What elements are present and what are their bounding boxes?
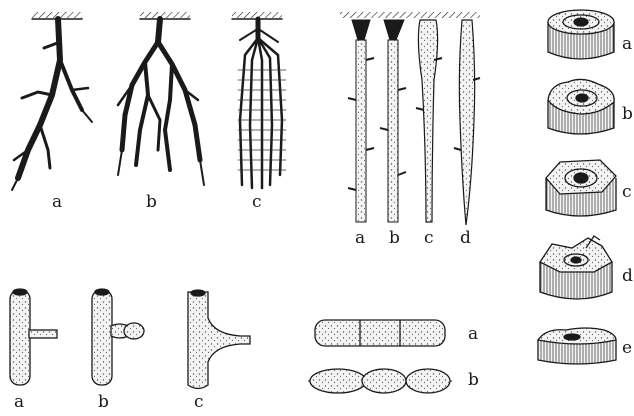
label-branch-junction-c: c [194,394,204,411]
root-system-b [118,12,204,185]
cross-sections-panel [538,10,616,364]
label-cross-section-d: d [622,268,633,285]
label-root-segment-b: b [389,230,400,247]
branch-junctions-panel [10,289,250,389]
label-cross-section-e: e [622,340,632,357]
label-root-bead-a: a [468,326,478,343]
label-root-segment-d: d [460,230,471,247]
cross-section-a [548,10,614,59]
root-segments-panel [340,12,480,225]
label-root-segment-c: c [424,230,434,247]
root-segment-a [348,20,374,222]
cross-section-d [540,236,612,299]
root-segment-c [416,20,442,222]
cross-section-e [538,328,616,364]
branch-junction-c [188,290,250,389]
branch-junction-a [10,289,57,385]
cross-section-b [548,79,614,134]
label-root-segment-a: a [355,230,365,247]
cross-section-c [546,160,616,216]
label-root-system-c: c [252,194,262,211]
label-cross-section-b: b [622,106,633,123]
root-system-c [232,12,286,188]
label-cross-section-c: c [622,184,632,201]
label-root-system-a: a [52,194,62,211]
root-system-a [12,12,92,190]
root-bead-a [315,320,445,346]
root-beads-panel [308,320,452,393]
label-root-bead-b: b [468,372,479,389]
label-branch-junction-b: b [98,394,109,411]
label-root-system-b: b [146,194,157,211]
label-cross-section-a: a [622,36,632,53]
label-branch-junction-a: a [14,394,24,411]
root-systems-panel [12,12,286,190]
root-segment-b [380,20,406,222]
root-bead-b [308,369,452,393]
branch-junction-b [92,289,144,385]
root-segment-d [454,20,480,225]
